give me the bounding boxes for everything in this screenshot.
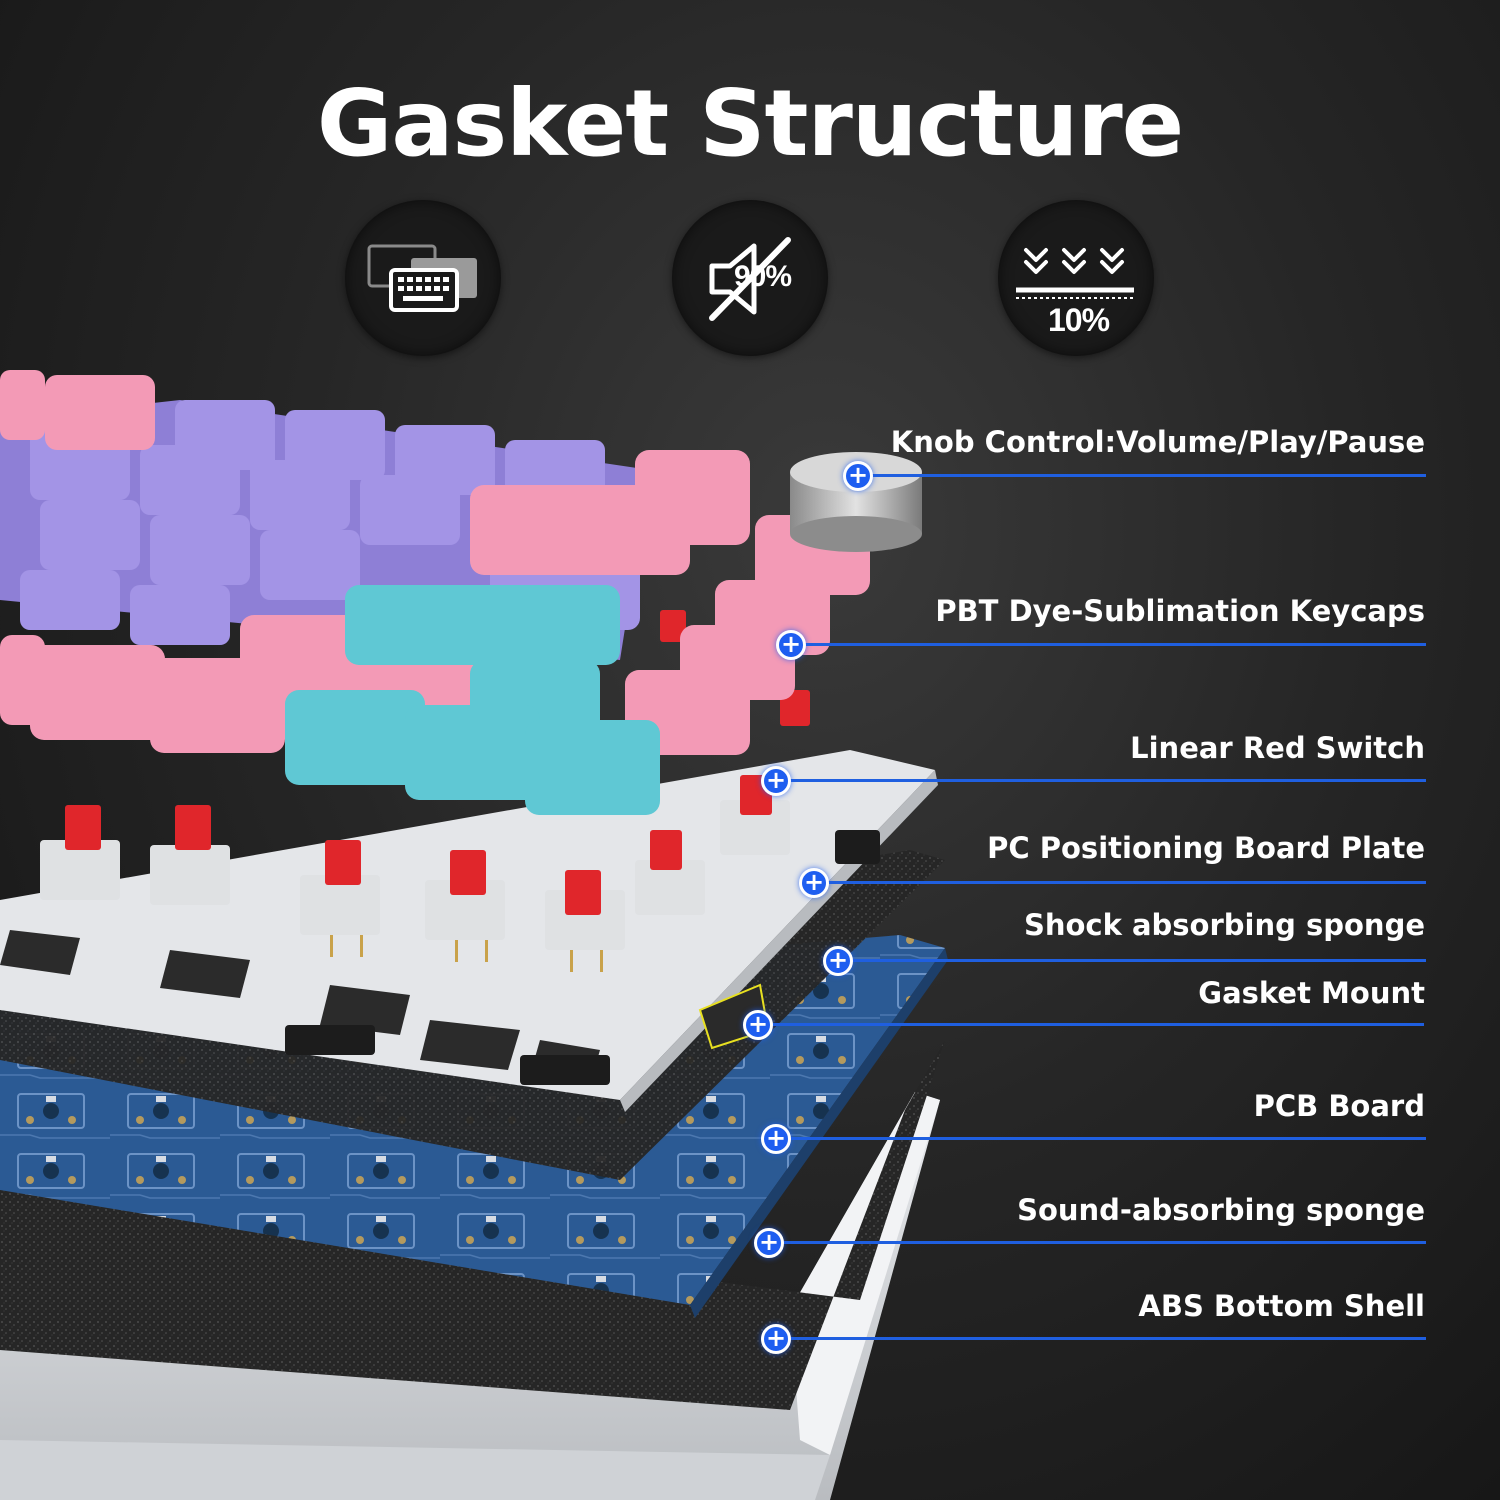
- feature-badge-noise: 90%: [672, 200, 828, 356]
- callout-pcb-board: PCB Board: [1253, 1089, 1425, 1123]
- callout-sound-sponge: Sound-absorbing sponge: [1017, 1193, 1425, 1227]
- callout-marker-icon[interactable]: +: [761, 1124, 791, 1154]
- callout-marker-icon[interactable]: +: [761, 766, 791, 796]
- callout-leader: [838, 959, 1426, 962]
- callout-leader: [776, 779, 1426, 782]
- callout-knob-control: Knob Control:Volume/Play/Pause: [890, 425, 1425, 459]
- noise-reduction-value: 90%: [734, 260, 792, 293]
- callout-leader: [758, 1023, 1424, 1026]
- callout-gasket-mount: Gasket Mount: [1198, 976, 1425, 1010]
- callout-plate: PC Positioning Board Plate: [987, 831, 1425, 865]
- feature-badge-layers: [345, 200, 501, 356]
- callout-keycaps: PBT Dye-Sublimation Keycaps: [935, 594, 1425, 628]
- callout-leader: [769, 1241, 1426, 1244]
- gasket-mounts: [285, 830, 880, 1085]
- page-title: Gasket Structure: [316, 70, 1184, 177]
- callout-leader: [814, 881, 1426, 884]
- callout-marker-icon[interactable]: +: [754, 1228, 784, 1258]
- callout-marker-icon[interactable]: +: [761, 1324, 791, 1354]
- pbt-keycaps: [0, 370, 870, 815]
- linear-red-switches: [40, 610, 810, 972]
- callout-leader: [776, 1137, 1426, 1140]
- feature-badge-compression: 10%: [998, 200, 1154, 356]
- callout-marker-icon[interactable]: +: [799, 868, 829, 898]
- compression-value: 10%: [1048, 302, 1110, 338]
- keyboard-layers-icon: [367, 244, 477, 312]
- compression-arrows-icon: [1016, 248, 1134, 299]
- callout-marker-icon[interactable]: +: [823, 946, 853, 976]
- callout-red-switch: Linear Red Switch: [1130, 731, 1425, 765]
- callout-marker-icon[interactable]: +: [743, 1010, 773, 1040]
- callout-marker-icon[interactable]: +: [843, 461, 873, 491]
- sound-absorbing-sponge: [0, 1040, 945, 1410]
- callout-leader: [791, 643, 1426, 646]
- callout-bottom-shell: ABS Bottom Shell: [1138, 1289, 1425, 1323]
- muted-speaker-icon: [709, 237, 791, 321]
- callout-leader: [776, 1337, 1426, 1340]
- callout-leader: [858, 474, 1426, 477]
- callout-marker-icon[interactable]: +: [776, 630, 806, 660]
- callout-shock-sponge: Shock absorbing sponge: [1023, 908, 1425, 942]
